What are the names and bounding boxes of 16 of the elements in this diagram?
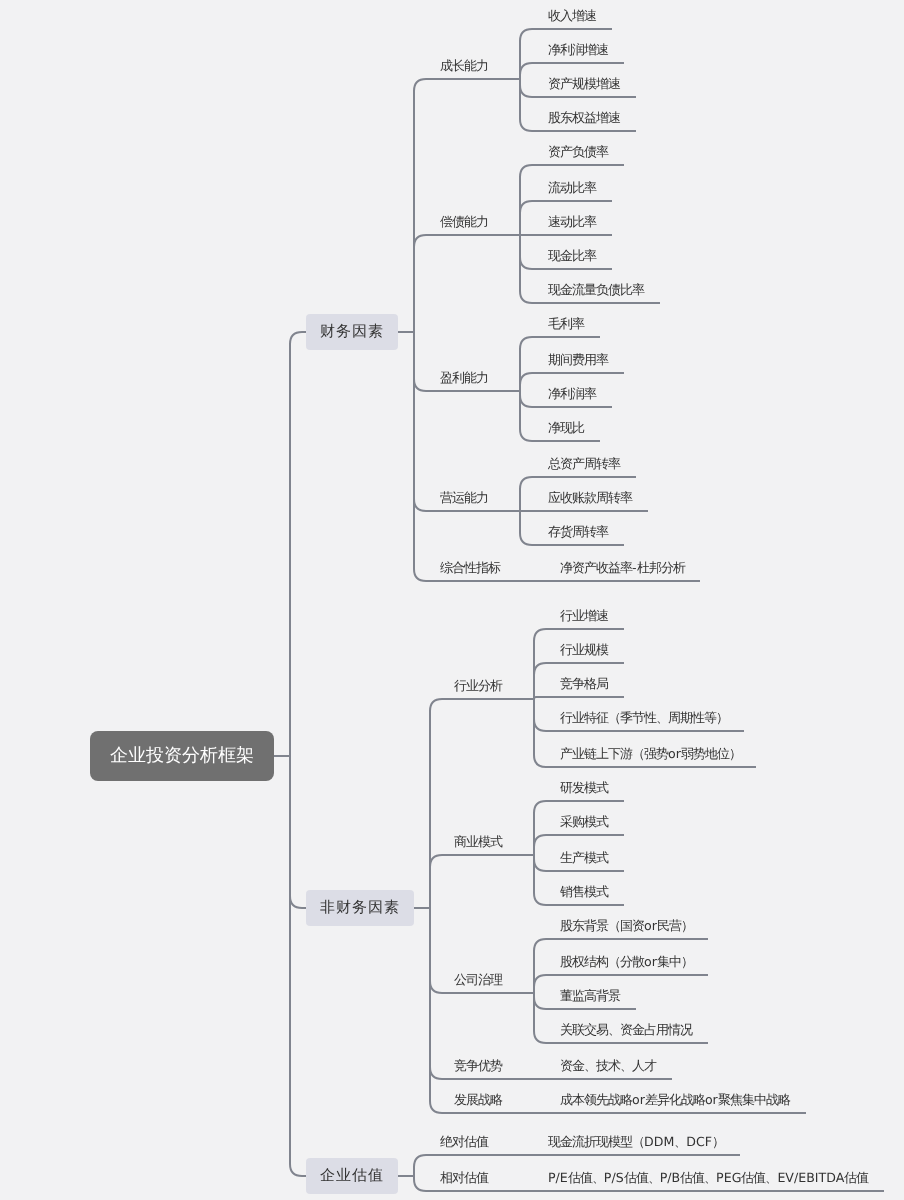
connector-line (503, 78, 545, 132)
connector-line (517, 698, 557, 768)
connector-line (397, 1175, 437, 1192)
connector-line (503, 1154, 545, 1156)
connector-line (515, 580, 557, 582)
connector-line (517, 1078, 557, 1080)
connector-line (517, 992, 557, 1044)
connector-line (517, 1112, 557, 1114)
connector-line (503, 1190, 545, 1192)
connector-line (503, 390, 545, 442)
connector-line (503, 510, 545, 546)
connector-line (503, 234, 545, 304)
topic-box: 企业投资分析框架 (90, 731, 274, 781)
connector-line (413, 907, 451, 1114)
connector-line (517, 854, 557, 906)
connector-line (273, 755, 307, 1177)
